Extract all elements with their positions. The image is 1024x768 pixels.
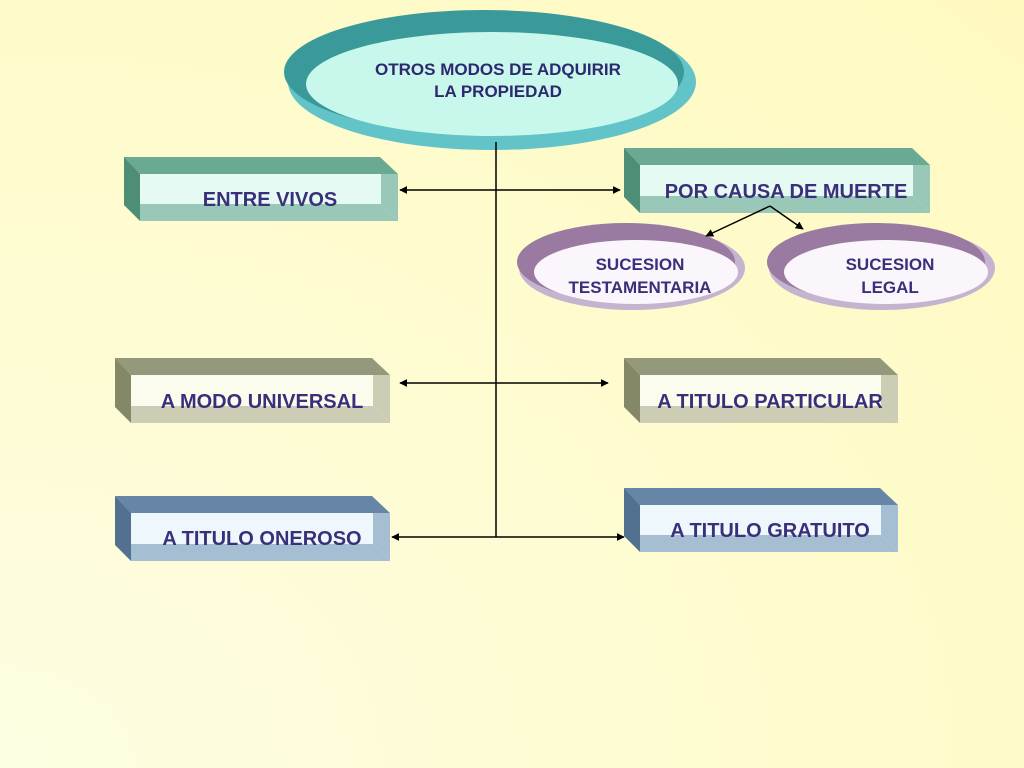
label-sucesion-legal-1: SUCESION — [846, 255, 935, 274]
node-titulo-oneroso: A TITULO ONEROSO — [115, 496, 390, 561]
label-titulo-oneroso: A TITULO ONEROSO — [162, 528, 361, 550]
label-sucesion-legal-2: LEGAL — [861, 278, 919, 297]
arrow-to-testamentaria — [705, 205, 771, 237]
label-titulo-particular: A TITULO PARTICULAR — [657, 391, 883, 413]
node-titulo-gratuito: A TITULO GRATUITO — [624, 488, 898, 552]
label-modo-universal: A MODO UNIVERSAL — [161, 391, 364, 413]
node-causa-muerte: POR CAUSA DE MUERTE — [624, 148, 930, 213]
label-causa-muerte: POR CAUSA DE MUERTE — [665, 181, 908, 203]
node-titulo-particular: A TITULO PARTICULAR — [624, 358, 898, 423]
root-label-line2: LA PROPIEDAD — [434, 82, 562, 101]
root-label-line1: OTROS MODOS DE ADQUIRIR — [375, 60, 621, 79]
arrow-to-legal — [769, 205, 804, 230]
label-entre-vivos: ENTRE VIVOS — [203, 189, 337, 211]
node-sucesion-legal: SUCESION LEGAL — [767, 223, 995, 310]
node-sucesion-testamentaria: SUCESION TESTAMENTARIA — [517, 223, 745, 310]
node-modo-universal: A MODO UNIVERSAL — [115, 358, 390, 423]
label-sucesion-testamentaria-2: TESTAMENTARIA — [569, 278, 712, 297]
node-entre-vivos: ENTRE VIVOS — [124, 157, 398, 221]
label-sucesion-testamentaria-1: SUCESION — [596, 255, 685, 274]
label-titulo-gratuito: A TITULO GRATUITO — [670, 520, 870, 542]
root-node: OTROS MODOS DE ADQUIRIR LA PROPIEDAD — [284, 10, 696, 150]
